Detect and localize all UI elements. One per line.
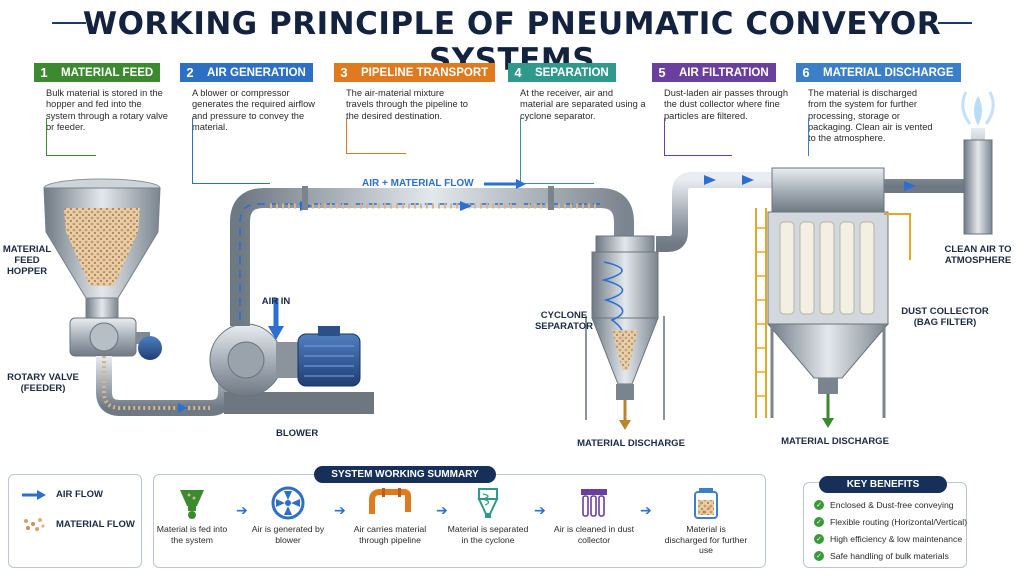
dust-collector [755, 167, 911, 418]
benefit-item: ✓ Safe handling of bulk materials [814, 551, 949, 561]
summary-arrow: ➔ [436, 502, 448, 518]
summary-arrow: ➔ [236, 502, 248, 518]
clean-air-label: CLEAN AIR TO ATMOSPHERE [944, 244, 1012, 266]
cyclone-icon [477, 488, 499, 518]
step-label: MATERIAL DISCHARGE [816, 63, 961, 82]
callout-line-1 [46, 118, 96, 156]
feed-pipe [96, 356, 234, 416]
summary-arrow: ➔ [534, 502, 546, 518]
container-icon [694, 488, 718, 519]
dust-collector-label: DUST COLLECTOR (BAG FILTER) [901, 306, 989, 328]
transfer-pipe [656, 172, 776, 252]
air-flow-arrow-icon [22, 489, 46, 500]
benefit-text: Safe handling of bulk materials [830, 551, 949, 561]
blower-label: BLOWER [276, 428, 319, 439]
summary-caption: Air is generated by blower [251, 524, 325, 545]
callout-line-6 [808, 118, 809, 156]
title-deco-right [938, 22, 972, 24]
benefit-item: ✓ Enclosed & Dust-free conveying [814, 500, 954, 510]
legend-air-flow-label: AIR FLOW [56, 489, 103, 500]
main-pipeline [230, 188, 634, 326]
step-number: 5 [652, 63, 672, 82]
legend [8, 474, 142, 568]
step-label: AIR GENERATION [200, 63, 313, 82]
callout-line-3 [346, 118, 406, 154]
summary-arrow: ➔ [334, 502, 346, 518]
benefit-item: ✓ High efficiency & low maintenance [814, 534, 962, 544]
hopper-icon [180, 490, 204, 519]
check-icon: ✓ [814, 517, 824, 527]
rotary-valve-label: ROTARY VALVE (FEEDER) [7, 372, 79, 394]
cyclone-discharge-label: MATERIAL DISCHARGE [577, 438, 685, 449]
material-particles-icon [24, 518, 45, 531]
legend-air-flow: AIR FLOW [22, 489, 103, 500]
summary-step-discharge: Material is discharged for further use [664, 486, 748, 556]
summary-step-cyclone: Material is separated in the cyclone [446, 486, 530, 545]
legend-material-flow-label: MATERIAL FLOW [56, 518, 135, 530]
step-label: SEPARATION [528, 63, 616, 82]
step-text: The air-material mixture travels through… [346, 88, 468, 121]
benefit-text: High efficiency & low maintenance [830, 534, 963, 544]
summary-step-feed: Material is fed into the system [150, 486, 234, 545]
summary-title: SYSTEM WORKING SUMMARY [314, 466, 496, 483]
benefit-text: Enclosed & Dust-free conveying [830, 500, 954, 510]
step-text: Dust-laden air passes through the dust c… [664, 88, 789, 121]
step-text: A blower or compressor generates the req… [192, 88, 315, 132]
summary-caption: Material is discharged for further use [664, 524, 748, 555]
cyclone-separator [585, 235, 665, 420]
summary-caption: Material is fed into the system [156, 524, 228, 545]
check-icon: ✓ [814, 500, 824, 510]
cyclone-label: CYCLONE SEPARATOR [534, 310, 594, 332]
step-label: AIR FILTRATION [672, 63, 776, 82]
step-text: At the receiver, air and material are se… [520, 88, 646, 121]
step-number: 3 [334, 63, 354, 82]
collector-discharge-label: MATERIAL DISCHARGE [781, 436, 889, 447]
summary-arrow: ➔ [640, 502, 652, 518]
summary-caption: Air is cleaned in dust collector [553, 524, 635, 545]
legend-material-flow: MATERIAL FLOW [22, 517, 135, 531]
summary-caption: Air carries material through pipeline [353, 524, 427, 545]
step-text: Bulk material is stored in the hopper an… [46, 88, 168, 132]
callout-line-4 [520, 118, 594, 184]
benefit-item: ✓ Flexible routing (Horizontal/Vertical) [814, 517, 967, 527]
step-label: PIPELINE TRANSPORT [354, 63, 496, 82]
filter-icon [581, 489, 607, 517]
summary-step-dust-collector: Air is cleaned in dust collector [552, 486, 636, 545]
step-number: 1 [34, 63, 54, 82]
benefits-title: KEY BENEFITS [819, 476, 947, 493]
step-number: 6 [796, 63, 816, 82]
flow-label: AIR + MATERIAL FLOW [362, 178, 474, 189]
summary-step-pipeline: Air carries material through pipeline [348, 486, 432, 545]
page-title: WORKING PRINCIPLE OF PNEUMATIC CONVEYOR … [82, 6, 942, 78]
callout-line-5 [664, 118, 732, 156]
rotary-valve [69, 317, 162, 360]
check-icon: ✓ [814, 534, 824, 544]
material-feed-hopper [43, 178, 161, 319]
summary-step-blower: Air is generated by blower [246, 486, 330, 545]
title-deco-left [52, 22, 86, 24]
step-label: MATERIAL FEED [54, 63, 161, 82]
check-icon: ✓ [814, 551, 824, 561]
callout-line-2 [192, 118, 270, 184]
step-text: The material is discharged from the syst… [808, 88, 933, 144]
step-number: 4 [508, 63, 528, 82]
step-number: 2 [180, 63, 200, 82]
fan-icon [271, 486, 305, 520]
pipe-icon [369, 488, 411, 514]
summary-caption: Material is separated in the cyclone [447, 524, 529, 545]
air-in-label: AIR IN [261, 296, 291, 307]
benefit-text: Flexible routing (Horizontal/Vertical) [830, 517, 968, 527]
blower [209, 323, 374, 414]
hopper-label: MATERIAL FEED HOPPER [2, 244, 52, 277]
